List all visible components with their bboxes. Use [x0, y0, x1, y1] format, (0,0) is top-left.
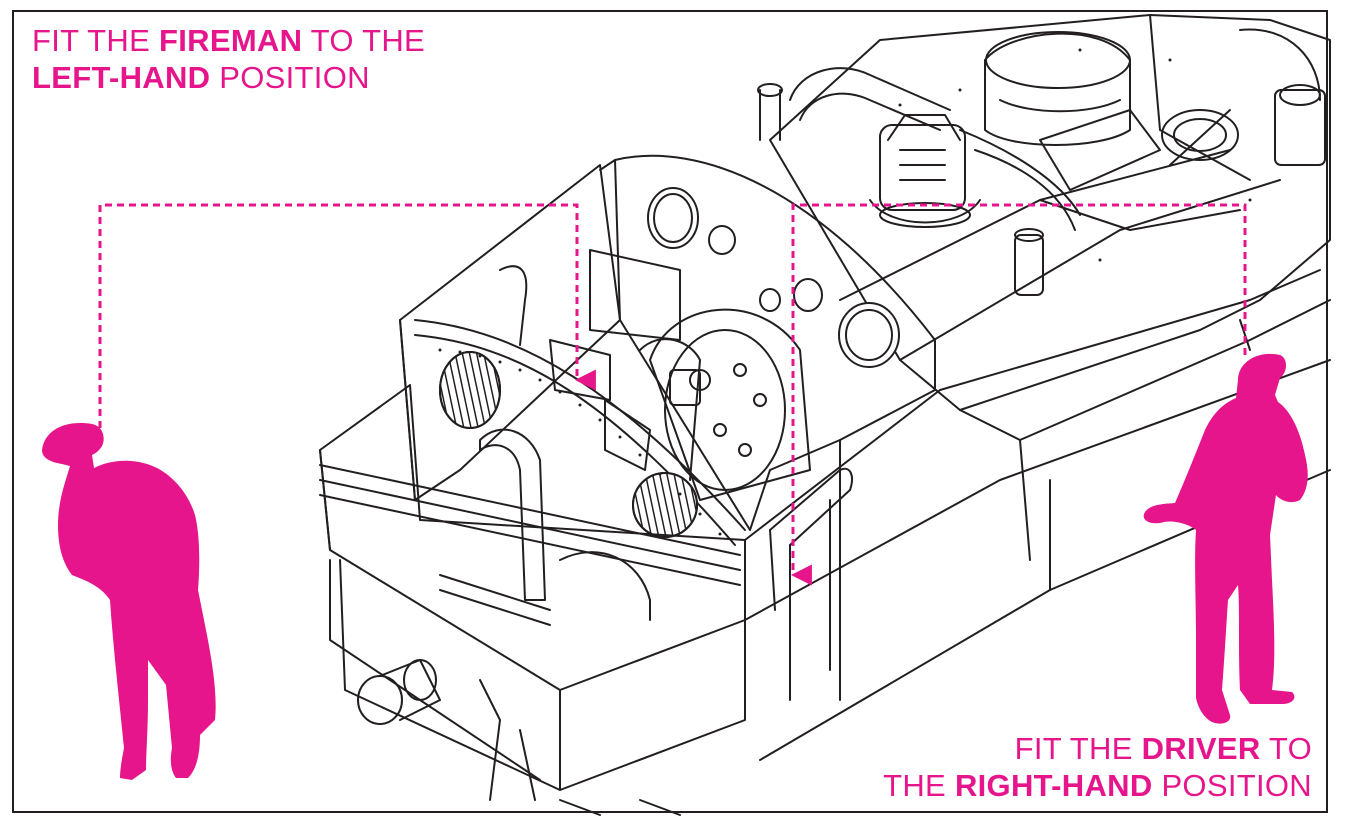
cab-side-left	[399, 164, 746, 601]
fireman-instruction-line-2: LEFT-HAND POSITION	[32, 60, 370, 95]
coal-bunker	[319, 384, 746, 791]
driver-guide-arrow	[790, 203, 1247, 586]
driver-instruction-line-1: FIT THE DRIVER TO	[1014, 731, 1312, 766]
guide-arrows	[98, 203, 1247, 586]
fireman-guide-arrow	[98, 203, 596, 440]
fireman-figure	[42, 423, 216, 780]
safety-valve	[869, 114, 981, 228]
driver-figure	[1143, 353, 1308, 724]
steam-dome	[984, 31, 1131, 146]
firebox-backhead	[549, 249, 811, 501]
rivets	[438, 48, 1252, 536]
fireman-instruction: FIT THE FIREMAN TO THE LEFT-HAND POSITIO…	[32, 22, 425, 96]
steam-pipes	[757, 67, 1081, 296]
driver-instruction: FIT THE DRIVER TO THE RIGHT-HAND POSITIO…	[883, 730, 1312, 804]
top-fittings	[1161, 28, 1326, 166]
diagram-border	[12, 10, 1328, 813]
driver-instruction-line-2: THE RIGHT-HAND POSITION	[883, 768, 1312, 803]
boiler-body	[769, 14, 1331, 561]
cab-front-plate	[599, 154, 936, 531]
fireman-instruction-line-1: FIT THE FIREMAN TO THE	[32, 23, 426, 58]
